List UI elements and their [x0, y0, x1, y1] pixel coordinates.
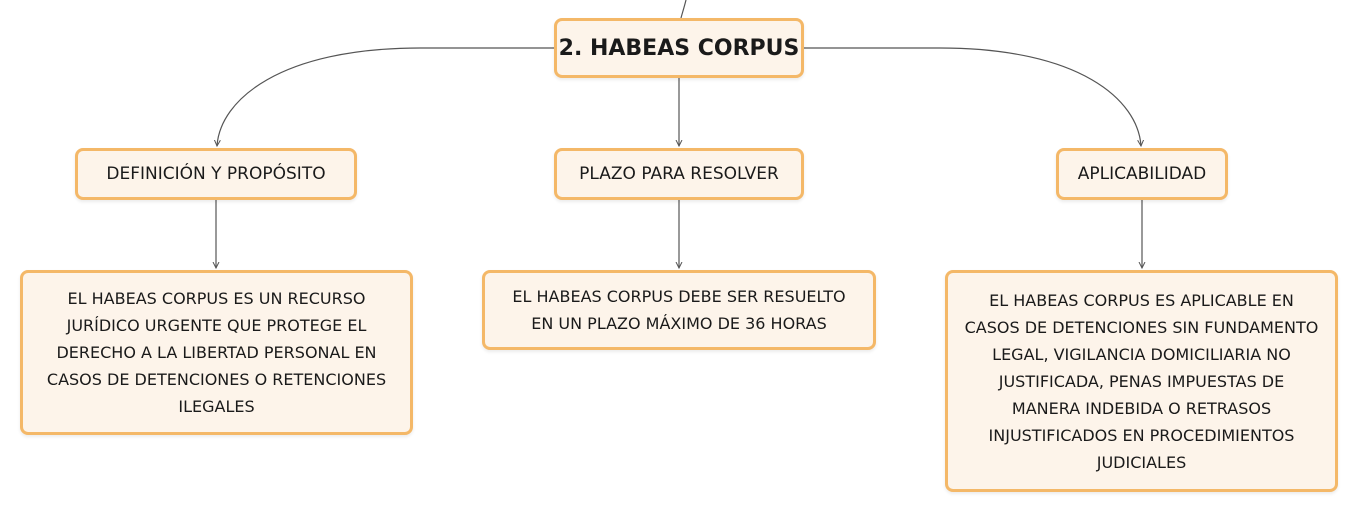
- leaf-node-text: EL HABEAS CORPUS ES UN RECURSO JURÍDICO …: [46, 289, 387, 416]
- connector-root-to-definicion: [217, 47, 554, 146]
- root-node-habeas-corpus[interactable]: 2. HABEAS CORPUS: [554, 18, 804, 78]
- branch-node-label: APLICABILIDAD: [1077, 164, 1207, 184]
- connector-root-to-aplicabilidad: [804, 47, 1141, 146]
- branch-node-label: DEFINICIÓN Y PROPÓSITO: [106, 164, 326, 184]
- parent-connector: [680, 0, 687, 19]
- branch-node-label: PLAZO PARA RESOLVER: [579, 164, 779, 184]
- branch-node-aplicabilidad[interactable]: APLICABILIDAD: [1056, 148, 1228, 200]
- branch-node-definicion-proposito[interactable]: DEFINICIÓN Y PROPÓSITO: [75, 148, 357, 200]
- leaf-node-aplicabilidad-detail[interactable]: EL HABEAS CORPUS ES APLICABLE EN CASOS D…: [945, 270, 1338, 492]
- leaf-node-definicion-detail[interactable]: EL HABEAS CORPUS ES UN RECURSO JURÍDICO …: [20, 270, 413, 435]
- leaf-node-plazo-detail[interactable]: EL HABEAS CORPUS DEBE SER RESUELTO EN UN…: [482, 270, 876, 350]
- leaf-node-text: EL HABEAS CORPUS DEBE SER RESUELTO EN UN…: [512, 287, 846, 333]
- root-node-label: 2. HABEAS CORPUS: [558, 35, 800, 61]
- branch-node-plazo-para-resolver[interactable]: PLAZO PARA RESOLVER: [554, 148, 804, 200]
- leaf-node-text: EL HABEAS CORPUS ES APLICABLE EN CASOS D…: [964, 290, 1319, 472]
